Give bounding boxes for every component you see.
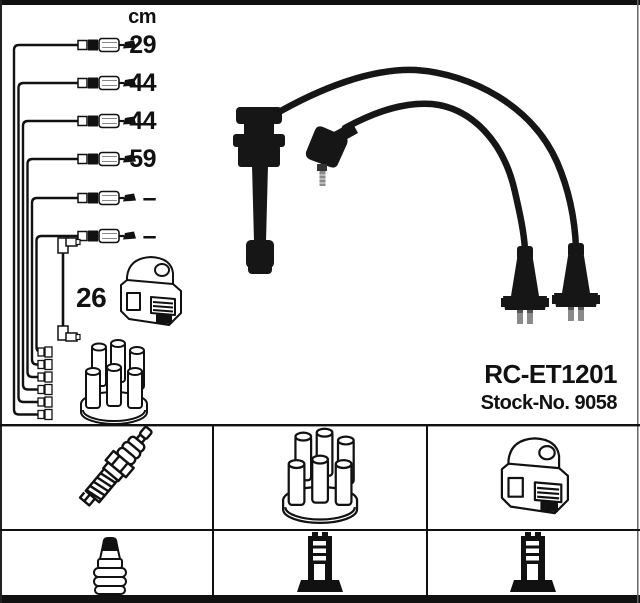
cable-length-value: 44 — [129, 69, 156, 97]
cable-length-value: 59 — [129, 145, 156, 173]
coil-wire-length-value: 26 — [76, 282, 107, 313]
product-code: RC-ET1201 — [484, 359, 617, 389]
ignition-coil-icon — [120, 256, 182, 326]
cable-length-value: – — [142, 222, 157, 250]
coil-connector-photo — [305, 122, 358, 186]
distributor-cap-icon — [281, 427, 359, 524]
spark-plug-boot-photo — [233, 107, 285, 274]
distributor-cap-icon — [80, 339, 148, 425]
unit-header: cm — [128, 6, 156, 28]
stock-number: Stock-No. 9058 — [480, 392, 618, 414]
distributor-terminal-icon — [510, 532, 556, 592]
cable-length-schematic-icon — [12, 43, 78, 416]
distributor-plug-photo — [501, 246, 549, 324]
plug-terminal-icon — [93, 536, 127, 595]
product-info: RC-ET1201 Stock-No. 9058 — [480, 359, 618, 414]
cable-length-value: 44 — [129, 107, 156, 135]
distributor-terminal-icon — [297, 532, 343, 592]
spark-plug-icon — [75, 419, 161, 513]
cable-length-value: – — [142, 184, 157, 212]
coil-wire-icon — [57, 237, 81, 342]
distributor-plug-photo — [552, 243, 600, 321]
ignition-cables-photo — [233, 66, 600, 324]
cable-length-value: 29 — [129, 31, 156, 59]
ignition-coil-icon — [500, 437, 570, 515]
